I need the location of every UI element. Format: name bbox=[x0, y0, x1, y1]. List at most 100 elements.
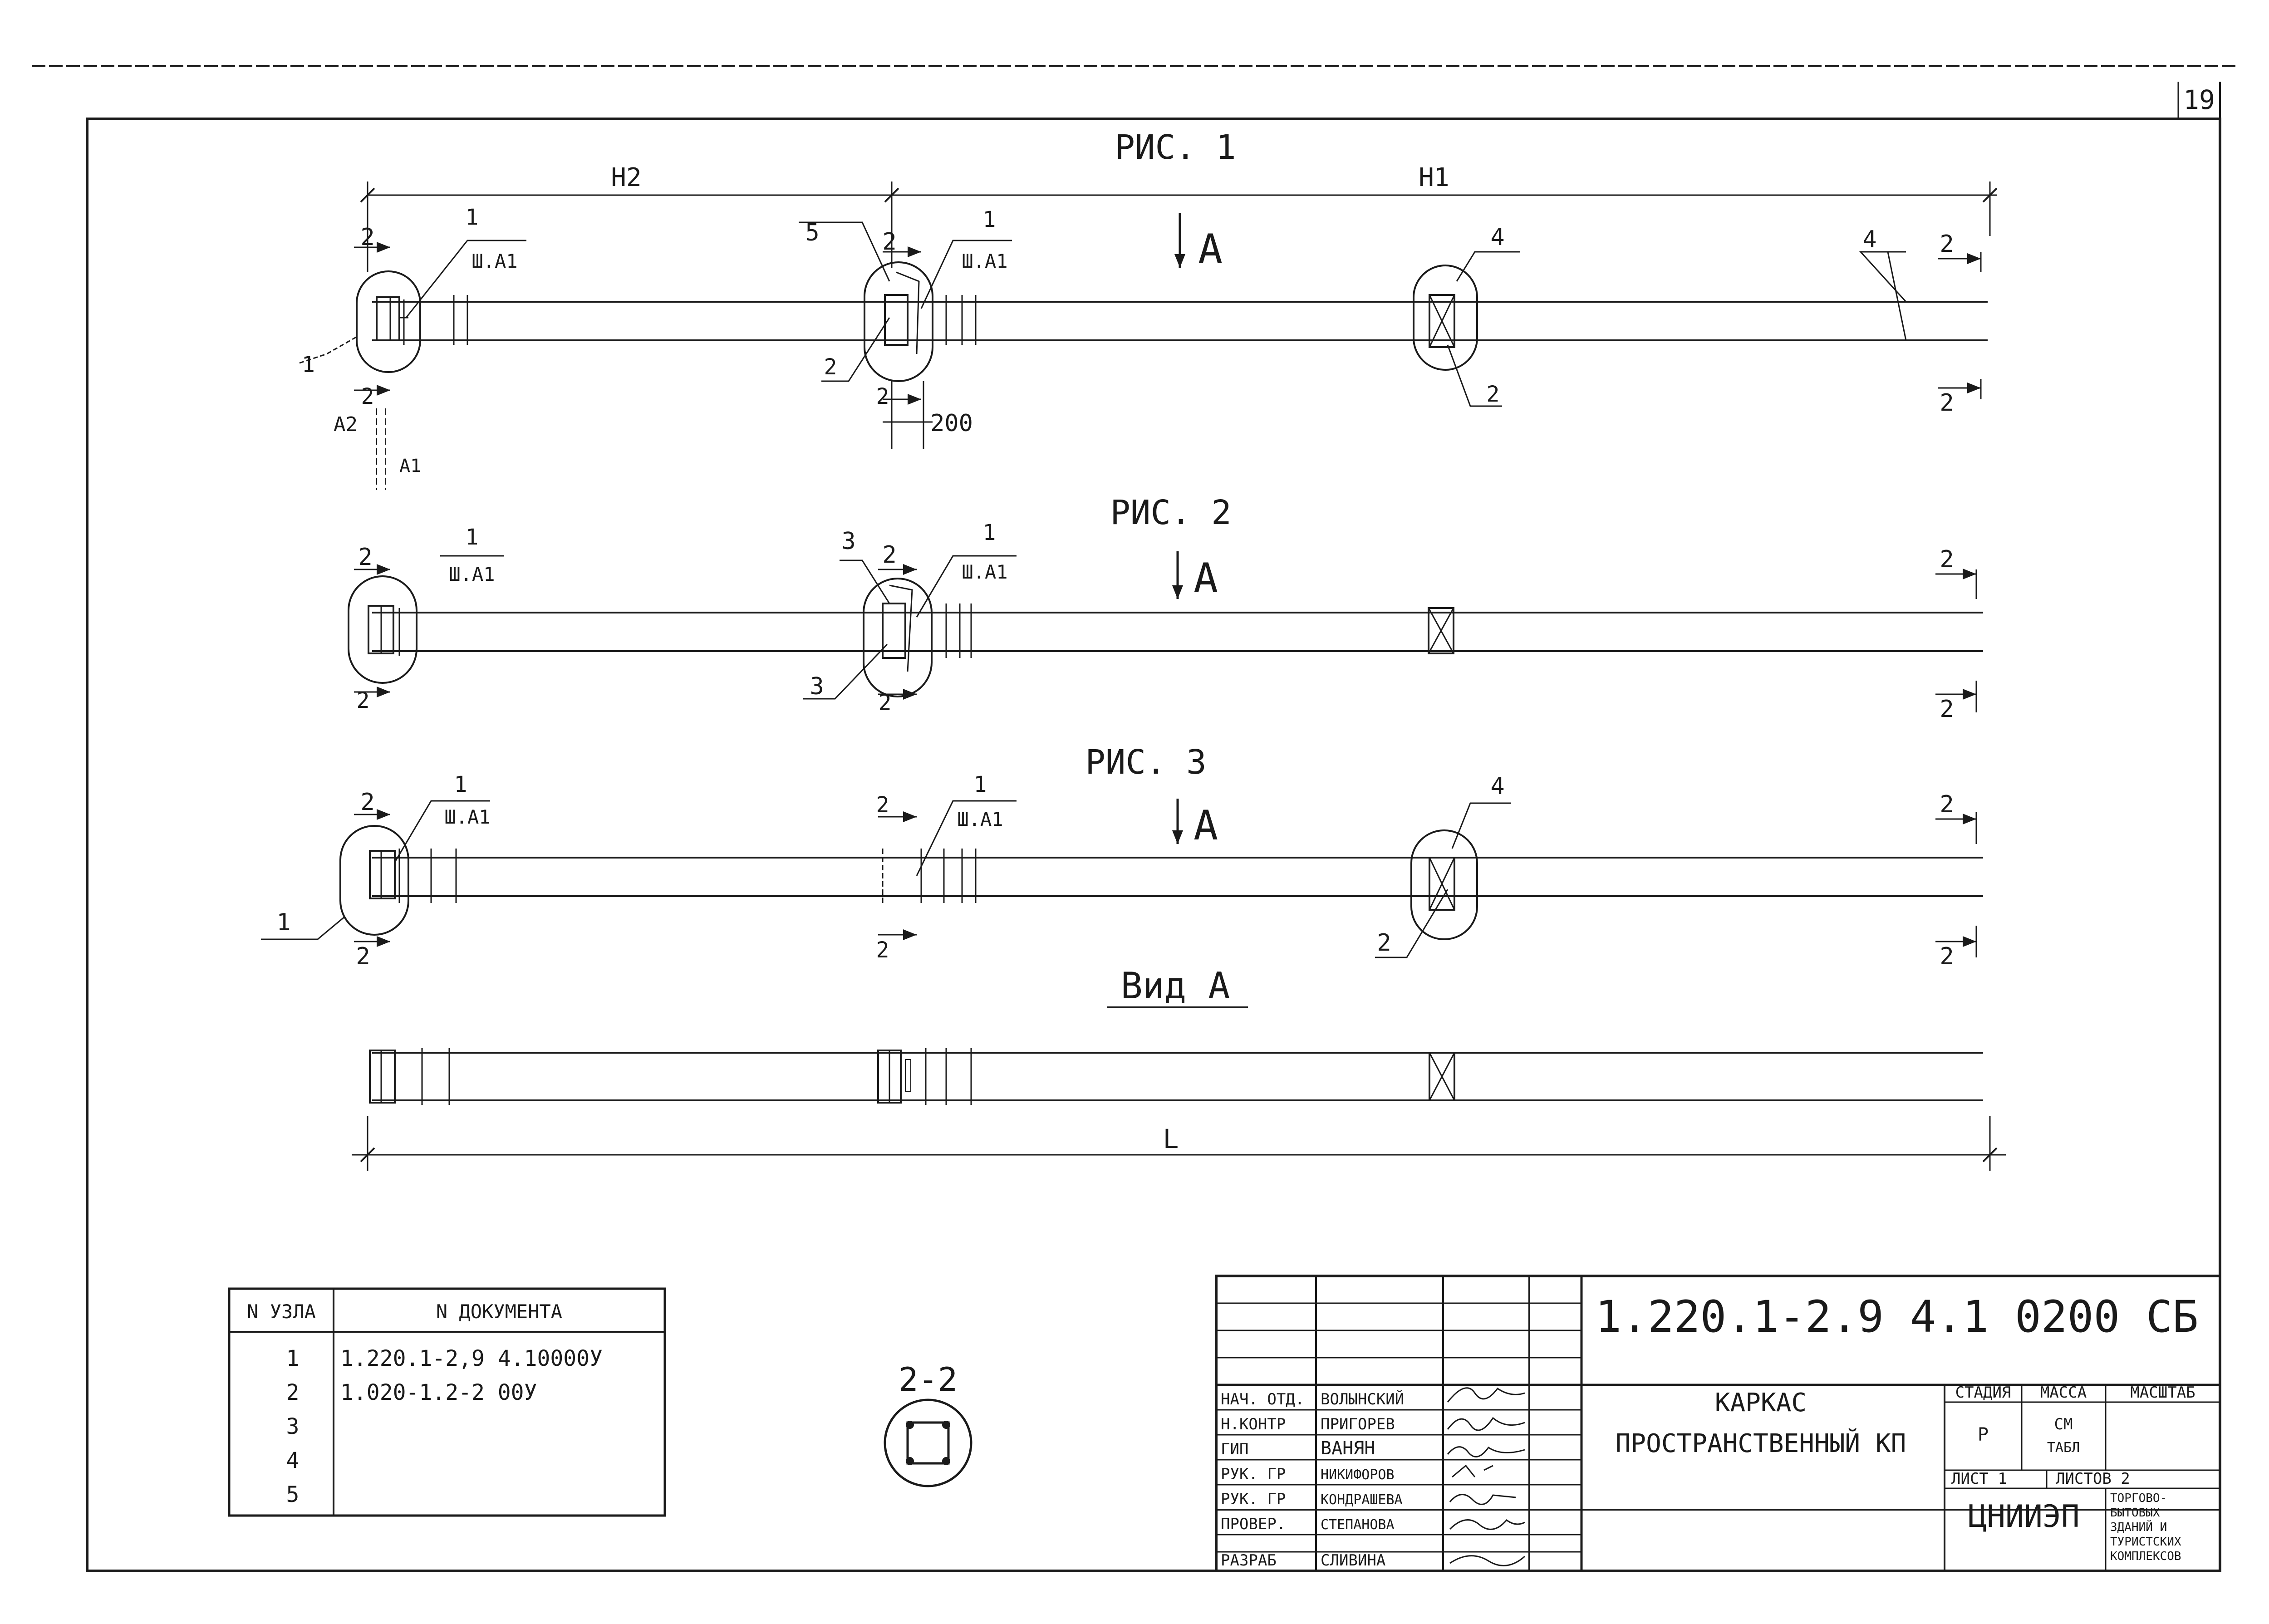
sheet-number: ЛИСТ 1 bbox=[1951, 1470, 2007, 1488]
fig3-node-1b-ref: Ш.А1 bbox=[957, 808, 1003, 830]
dimension-200: 200 bbox=[930, 410, 973, 437]
view-a-title: Вид А bbox=[1121, 965, 1230, 1007]
figure-1: РИС. 1 Н2 Н1 bbox=[299, 128, 1998, 490]
signatures bbox=[1447, 1387, 1525, 1566]
nodes-table bbox=[228, 1287, 666, 1517]
fig2-right-sec-2-top: 2 bbox=[1940, 546, 1954, 573]
fig3-view-arrow-label: А bbox=[1193, 802, 1218, 849]
fig1-label-2-x: 2 bbox=[1487, 382, 1500, 407]
section-title: 2-2 bbox=[899, 1360, 958, 1398]
fig2-label-3-top: 3 bbox=[841, 528, 855, 555]
fig1-right-sec-2-bottom: 2 bbox=[1940, 389, 1954, 417]
dimension-h2-label: Н2 bbox=[611, 163, 641, 192]
signer-role: РАЗРАБ bbox=[1221, 1551, 1277, 1570]
stage-header: СТАДИЯ bbox=[1955, 1384, 2011, 1402]
stage-value: Р bbox=[1978, 1424, 1989, 1445]
fig1-label-4-right: 4 bbox=[1862, 226, 1876, 253]
beam-2 bbox=[348, 551, 1983, 712]
fig1-label-2-mid: 2 bbox=[824, 354, 837, 380]
fig1-label-1: 1 bbox=[302, 352, 315, 378]
figure-2-title: РИС. 2 bbox=[1110, 493, 1231, 532]
fig1-node-1-number: 1 bbox=[466, 205, 479, 230]
dimension-h bbox=[360, 182, 1998, 272]
fig1-mid-sec-2-bottom: 2 bbox=[876, 384, 889, 409]
drawing-title-line2: ПРОСТРАНСТВЕННЫЙ КП bbox=[1616, 1428, 1906, 1458]
table-row-n: 2 bbox=[286, 1380, 300, 1405]
fig3-sec-2-top: 2 bbox=[360, 789, 374, 816]
fig2-node-1-ref: Ш.А1 bbox=[449, 563, 495, 585]
table-row-n: 3 bbox=[286, 1414, 300, 1439]
fig2-right-sec-2-bottom: 2 bbox=[1940, 696, 1954, 723]
signer-name: СТЕПАНОВА bbox=[1321, 1517, 1395, 1533]
fig1-node-1b-number: 1 bbox=[983, 207, 996, 232]
figure-3: РИС. 3 bbox=[261, 743, 1983, 970]
page-number: 19 bbox=[2183, 84, 2215, 115]
fig1-label-4: 4 bbox=[1490, 224, 1504, 251]
fig3-label-1: 1 bbox=[276, 909, 290, 936]
figure-3-title: РИС. 3 bbox=[1085, 743, 1206, 782]
figure-2: РИС. 2 bbox=[348, 493, 1983, 723]
signer-name: ПРИГОРЕВ bbox=[1321, 1415, 1395, 1433]
fig2-sec-2-top: 2 bbox=[358, 544, 372, 571]
fig1-mid-sec-2-top: 2 bbox=[882, 228, 896, 255]
label-a2: А2 bbox=[334, 413, 358, 436]
sheets-count: ЛИСТОВ 2 bbox=[2056, 1470, 2130, 1488]
signer-name: СЛИВИНА bbox=[1321, 1551, 1385, 1570]
signer-name: КОНДРАШЕВА bbox=[1321, 1492, 1403, 1508]
signer-role: ГИП bbox=[1221, 1440, 1248, 1458]
fig1-sec-2-bottom: 2 bbox=[361, 384, 374, 409]
organization-note: ЗДАНИЙ И bbox=[2110, 1520, 2167, 1534]
table-row-doc: 1.220.1-2,9 4.10000У bbox=[340, 1346, 603, 1371]
title-block bbox=[1215, 1275, 2221, 1572]
view-a: Вид А bbox=[352, 965, 2006, 1171]
organization-note: БЫТОВЫХ bbox=[2110, 1506, 2160, 1520]
fig2-node-1-number: 1 bbox=[466, 525, 479, 550]
document-code: 1.220.1-2.9 4.1 0200 СБ bbox=[1595, 1291, 2198, 1342]
fig1-node-1b-ref: Ш.А1 bbox=[962, 250, 1007, 272]
beam-3 bbox=[261, 799, 1983, 958]
fig2-node-1b-number: 1 bbox=[983, 520, 996, 545]
nodes-table-header-doc: N ДОКУМЕНТА bbox=[436, 1300, 562, 1323]
section-2-2: 2-2 bbox=[884, 1360, 972, 1487]
nodes-table-header-node: N УЗЛА bbox=[247, 1300, 316, 1323]
drawing-title-line1: КАРКАС bbox=[1715, 1388, 1807, 1418]
mass-value-line1: СМ bbox=[2054, 1415, 2073, 1433]
fig1-right-sec-2-top: 2 bbox=[1940, 231, 1954, 258]
fig2-sec-2-bottom: 2 bbox=[357, 688, 370, 713]
fig2-label-3-bottom: 3 bbox=[810, 673, 824, 700]
beam-1 bbox=[299, 213, 1988, 490]
figure-1-title: РИС. 1 bbox=[1115, 128, 1236, 167]
fig3-right-sec-2-bottom: 2 bbox=[1940, 943, 1954, 970]
dimension-h1-label: Н1 bbox=[1419, 163, 1449, 192]
fig3-mid-sec-2-top: 2 bbox=[876, 792, 889, 818]
scale-header: МАСШТАБ bbox=[2130, 1384, 2195, 1402]
fig3-node-1b-number: 1 bbox=[974, 772, 987, 797]
organization-note: ТУРИСТСКИХ bbox=[2110, 1535, 2181, 1549]
fig1-node-1-ref: Ш.А1 bbox=[471, 250, 517, 272]
fig1-label-5: 5 bbox=[805, 219, 819, 246]
mass-value-line2: ТАБЛ bbox=[2047, 1440, 2080, 1456]
fig2-mid-sec-2-top: 2 bbox=[882, 541, 896, 569]
signer-name: ВАНЯН bbox=[1321, 1438, 1375, 1459]
fig3-label-4: 4 bbox=[1490, 773, 1504, 800]
signer-name: НИКИФОРОВ bbox=[1321, 1467, 1395, 1483]
signer-role: НАЧ. ОТД. bbox=[1221, 1390, 1304, 1408]
signer-role: РУК. ГР bbox=[1221, 1465, 1286, 1483]
fig2-view-arrow-label: А bbox=[1193, 554, 1218, 602]
organization-note: КОМПЛЕКСОВ bbox=[2110, 1550, 2181, 1563]
sheet-frame bbox=[32, 65, 2237, 1572]
organization-note: ТОРГОВО- bbox=[2110, 1492, 2167, 1505]
fig3-sec-2-bottom: 2 bbox=[356, 943, 370, 970]
signer-role: РУК. ГР bbox=[1221, 1490, 1286, 1508]
organization-name: ЦНИИЭП bbox=[1968, 1499, 2080, 1535]
fig3-node-1-number: 1 bbox=[454, 772, 467, 797]
table-row-n: 5 bbox=[286, 1482, 300, 1507]
fig1-view-arrow-label: А bbox=[1198, 226, 1223, 273]
fig3-label-2-x: 2 bbox=[1377, 929, 1391, 957]
signer-role: Н.КОНТР bbox=[1221, 1415, 1286, 1433]
table-row-doc: 1.020-1.2-2 00У bbox=[340, 1380, 537, 1405]
fig1-sec-2-top: 2 bbox=[360, 224, 374, 251]
mass-header: МАССА bbox=[2040, 1384, 2087, 1402]
signer-role: ПРОВЕР. bbox=[1221, 1515, 1286, 1533]
table-row-n: 1 bbox=[286, 1346, 300, 1371]
